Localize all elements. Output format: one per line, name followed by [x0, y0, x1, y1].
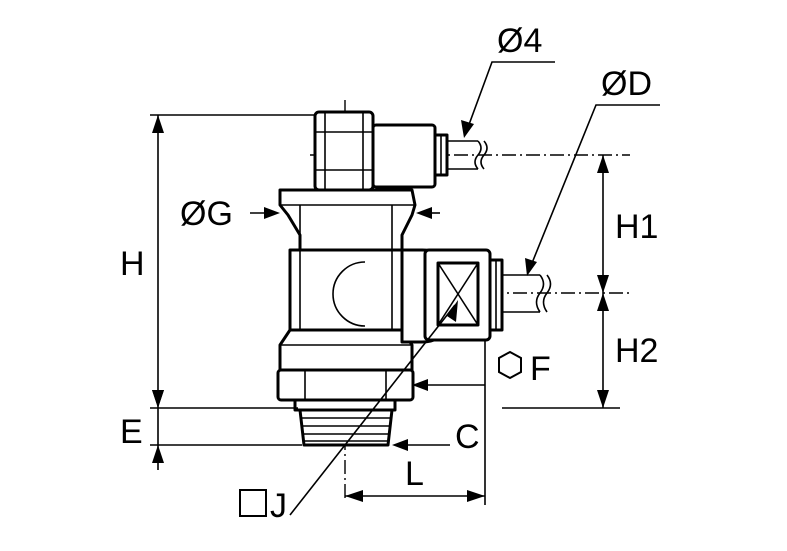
label-h1: H1: [615, 208, 658, 246]
label-diameter-g: ØG: [180, 195, 233, 233]
dimension-e: [150, 390, 302, 470]
square-icon: [239, 489, 267, 517]
label-e: E: [120, 413, 143, 451]
label-h: H: [120, 245, 145, 283]
label-j: J: [270, 487, 287, 525]
top-tube: [447, 140, 488, 170]
top-adjustment-screw: [313, 110, 449, 192]
thread: [298, 408, 394, 447]
side-tube: [502, 274, 552, 313]
label-f: F: [530, 350, 551, 388]
label-h2: H2: [615, 332, 658, 370]
main-body: [278, 188, 417, 372]
side-port: [400, 248, 504, 344]
leader-lines: [250, 61, 660, 516]
dimension-h1-h2: [502, 155, 620, 409]
label-diameter-d: ØD: [601, 65, 652, 103]
label-c: C: [455, 418, 480, 456]
dimension-l: [345, 340, 486, 505]
hexagon-icon: [498, 350, 522, 380]
label-l: L: [405, 455, 424, 493]
label-diameter-4: Ø4: [497, 22, 542, 60]
hex-nut: [276, 368, 415, 412]
